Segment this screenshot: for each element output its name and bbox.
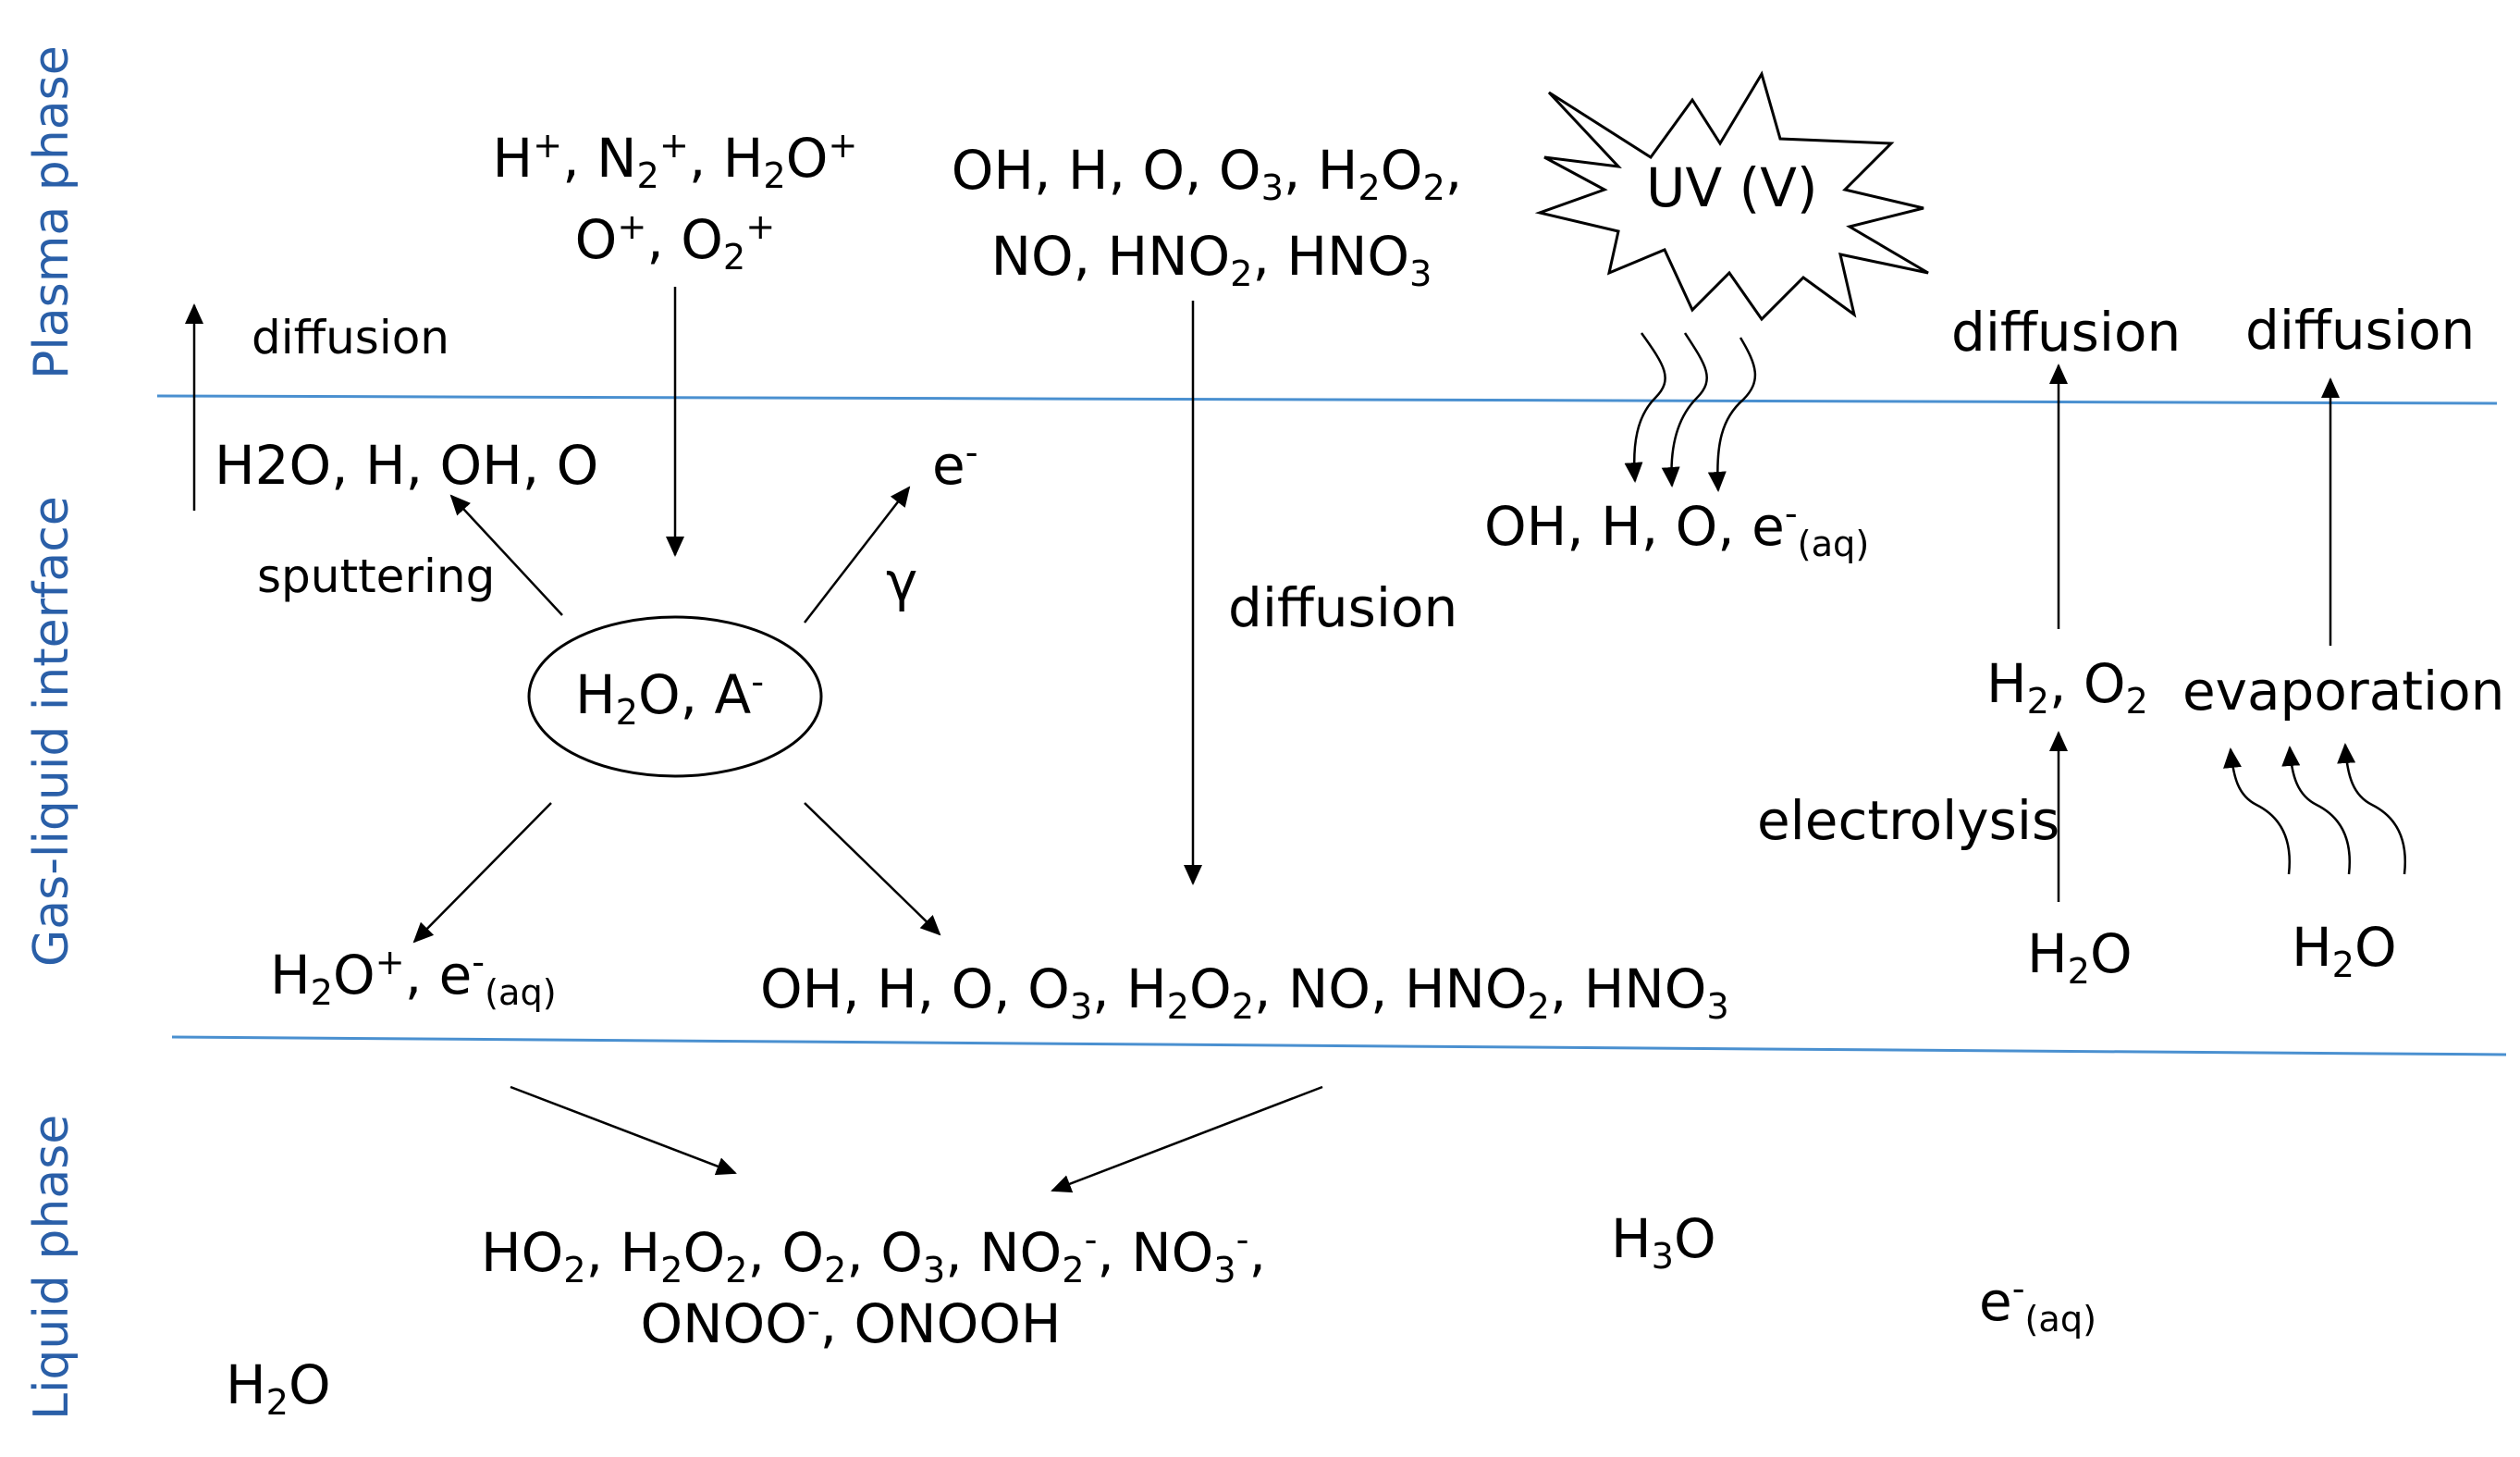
plasma-phase-label: Plasma phase (24, 45, 80, 379)
plasma-interface-boundary-line (156, 394, 2498, 405)
liquid-reaction-arrow-right (1051, 1085, 1323, 1193)
evaporation-arrow-1 (2223, 747, 2292, 875)
liquid-e-aq: e-(aq) (1979, 1267, 2097, 1341)
liquid-phase-label: Liquid phase (24, 1114, 80, 1420)
secondary-electron: e- (932, 431, 978, 497)
liquid-products-line2: ONOO-, ONOOH (640, 1290, 1062, 1355)
plasma-ions-line2: O+, O2+ (574, 205, 776, 279)
uv-starburst (1534, 70, 1929, 322)
interface-liquid-boundary-line (171, 1035, 2507, 1056)
neutral-product-arrow (804, 802, 941, 936)
liquid-products-line1: HO2, H2O2, O2, O3, NO2-, NO3-, (481, 1218, 1266, 1292)
plasma-ions-line1: H+, N2+, H2O+ (492, 124, 858, 198)
evaporation-label: evaporation (2182, 660, 2505, 722)
diffusion-right1-label: diffusion (1951, 301, 2182, 364)
ion-products: H2O+, e-(aq) (270, 941, 557, 1015)
gamma-label: γ (886, 550, 918, 613)
diffusion-left-label: diffusion (252, 311, 449, 364)
gas-liquid-interface-label: Gas-liquid interface (24, 496, 80, 967)
uv-ray-arrow-3 (1707, 337, 1757, 492)
electrolysis-products: H2, O2 (1986, 652, 2148, 723)
uv-label: UV (V) (1646, 156, 1818, 219)
electrolysis-label: electrolysis (1757, 789, 2060, 852)
liquid-water: H2O (226, 1353, 331, 1425)
plasma-neutrals-line2: NO, HNO2, HNO3 (990, 225, 1432, 296)
neutral-products: OH, H, O, O3, H2O2, NO, HNO2, HNO3 (760, 957, 1729, 1029)
evaporation-arrow-3 (2337, 743, 2407, 875)
sputtering-arrow (449, 494, 563, 616)
sputter-products: H2O, H, OH, O (215, 434, 599, 497)
secondary-electron-arrow (804, 486, 911, 624)
diffusion-middle-label: diffusion (1228, 576, 1458, 639)
interface-water-right: H2O (2292, 916, 2397, 987)
liquid-reaction-arrow-left (510, 1085, 737, 1176)
interface-water-left: H2O (2027, 922, 2133, 994)
water-anion-label: H2O, A- (575, 661, 764, 735)
water-anion-ellipse (527, 615, 823, 778)
uv-ray-arrow-2 (1661, 332, 1708, 488)
liquid-h3o: H3O (1611, 1207, 1716, 1278)
uv-products: OH, H, O, e-(aq) (1484, 492, 1870, 566)
uv-ray-arrow-1 (1624, 332, 1666, 483)
evaporation-arrow-2 (2281, 746, 2352, 875)
ion-product-arrow (412, 802, 552, 944)
diffusion-right2-label: diffusion (2245, 299, 2476, 362)
plasma-neutrals-line1: OH, H, O, O3, H2O2, (951, 139, 1463, 210)
sputtering-label: sputtering (257, 549, 496, 603)
